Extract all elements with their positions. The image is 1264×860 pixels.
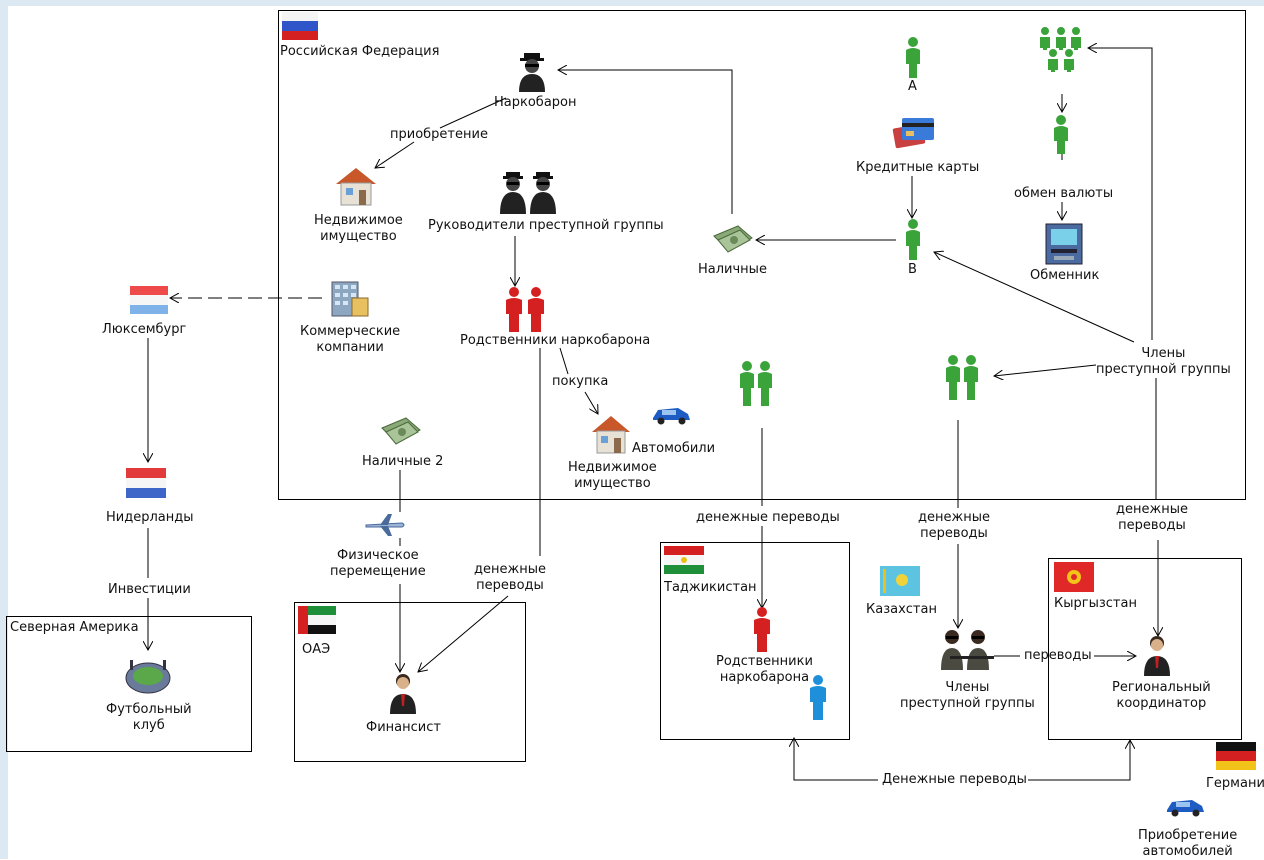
edge-relatives-purchase [559, 347, 569, 375]
netherlands-flag-icon [126, 468, 166, 498]
germany-flag-icon [1216, 742, 1256, 770]
green-pair-right-icon [946, 355, 978, 400]
criminal-group-icon [1040, 27, 1081, 72]
germany-label: Германия [1206, 776, 1264, 791]
group-leaders-icon [500, 172, 556, 214]
window-frame-left [0, 0, 8, 859]
real-estate-house-2-icon [592, 416, 630, 454]
russia-flag-icon [282, 12, 318, 40]
real-estate-house-icon [336, 168, 376, 206]
edge-members-pair [994, 364, 1097, 376]
car-purchase-icon [1167, 800, 1204, 817]
cash-2-label: Наличные 2 [362, 454, 444, 469]
group-leaders-label: Руководители преступной группы [428, 218, 664, 233]
edge-members-group [1088, 48, 1153, 340]
group-members-kz-label: Члены преступной группы [900, 680, 1035, 711]
cash-2-icon [381, 417, 421, 445]
real-estate-label: Недвижимое имущество [314, 213, 403, 244]
group-members-kz-icon [941, 630, 994, 670]
office-building-icon [331, 281, 369, 317]
person-b-icon [906, 219, 920, 260]
tajikistan-region-box [660, 542, 850, 740]
russia-label: Российская Федерация [280, 44, 440, 59]
real-estate-2-label: Недвижимое имущество [568, 460, 657, 491]
financier-label: Финансист [366, 720, 441, 735]
netherlands-label: Нидерланды [106, 510, 194, 525]
money-transfers-2-label: денежные переводы [474, 562, 546, 593]
group-members-label: Члены преступной группы [1096, 346, 1231, 377]
money-transfers-3-label: денежные переводы [918, 510, 990, 541]
exchange-office-label: Обменник [1030, 268, 1100, 283]
credit-card-icon [892, 118, 934, 149]
credit-cards-label: Кредитные карты [856, 160, 980, 175]
purchase-label: покупка [552, 374, 609, 389]
relatives-red-icon [506, 287, 544, 332]
cash-icon [713, 225, 753, 253]
uae-label: ОАЭ [302, 642, 331, 657]
money-transfers-1-label: денежные переводы [696, 510, 840, 525]
relative-red-tj-icon [754, 607, 770, 652]
kazakhstan-label: Казахстан [866, 602, 937, 617]
luxembourg-flag-icon [130, 286, 168, 314]
drug-lord-icon [519, 53, 545, 92]
currency-exchange-label: обмен валюты [1014, 186, 1114, 201]
green-pair-left-icon [740, 361, 772, 406]
financier-icon [390, 674, 416, 714]
north-america-label: Северная Америка [10, 620, 139, 635]
investments-label: Инвестиции [108, 582, 191, 597]
edge-bottom-kyrgyzstan [1028, 740, 1130, 781]
cash-label: Наличные [698, 262, 767, 277]
atm-icon [1045, 223, 1083, 265]
kyrgyzstan-flag-icon [1054, 562, 1094, 592]
car-purchase-label: Приобретение автомобилей [1138, 828, 1238, 859]
money-transfers-bottom-label: Денежные переводы [882, 772, 1027, 787]
money-transfers-4-label: денежные переводы [1116, 502, 1188, 533]
person-b-label: В [908, 262, 917, 277]
acquisition-label: приобретение [390, 127, 488, 142]
person-a-label: А [908, 79, 917, 94]
edge-members-b [934, 252, 1135, 343]
kyrgyzstan-region-box [1048, 558, 1242, 740]
transfers-label: переводы [1024, 648, 1092, 663]
relatives-label: Родственники наркобарона [460, 333, 651, 348]
tajikistan-flag-icon [664, 546, 704, 574]
edge-acquisition-realestate [375, 141, 415, 168]
edge-transfers-financier [418, 595, 509, 672]
regional-coordinator-label: Региональный координатор [1112, 680, 1211, 711]
football-club-label: Футбольный клуб [106, 702, 192, 733]
luxembourg-label: Люксембург [102, 322, 187, 337]
kazakhstan-flag-icon [880, 566, 920, 596]
exchange-person-icon [1054, 115, 1068, 154]
regional-coordinator-icon [1144, 636, 1170, 676]
cars-label: Автомобили [632, 441, 716, 456]
window-frame-top [0, 0, 1264, 6]
uae-region-box [294, 602, 526, 762]
car-icon [653, 408, 690, 425]
commercial-companies-label: Коммерческие компании [300, 324, 401, 355]
stadium-icon [125, 660, 171, 694]
tajikistan-label: Таджикистан [664, 580, 757, 595]
person-a-icon [906, 37, 920, 78]
edge-bottom-tajikistan [794, 738, 878, 781]
airplane-icon [365, 514, 405, 536]
north-america-region-box [6, 616, 252, 752]
relatives-tj-label: Родственники наркобарона [716, 654, 813, 685]
kyrgyzstan-label: Кыргызстан [1054, 596, 1137, 611]
drug-lord-label: Наркобарон [494, 95, 577, 110]
physical-movement-label: Физическое перемещение [330, 548, 426, 579]
edge-druglord-acquisition [439, 97, 507, 129]
uae-flag-icon [298, 606, 336, 634]
edge-purchase-realestate [584, 391, 598, 414]
edge-cash-druglord [558, 70, 733, 214]
relative-blue-tj-icon [810, 675, 826, 720]
